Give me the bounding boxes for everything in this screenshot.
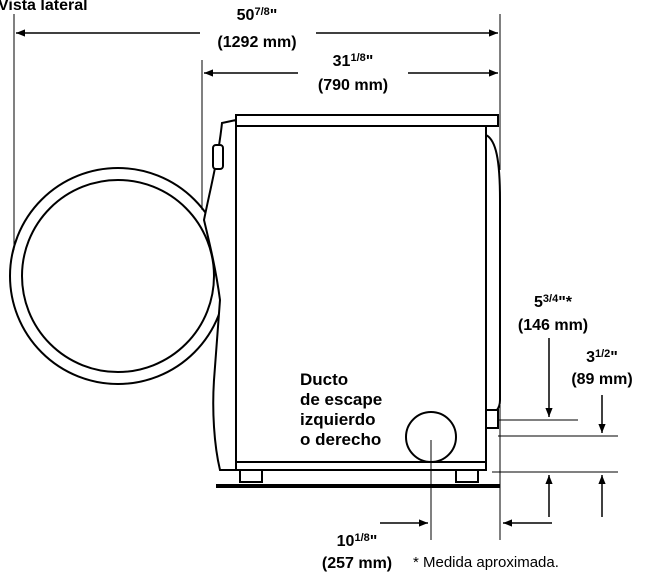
- rear-panel-bump: [485, 134, 501, 415]
- exhaust-back-mm: (257 mm): [322, 555, 392, 572]
- footnote: * Medida aproximada.: [413, 554, 559, 571]
- callout-line-2: de escape: [300, 390, 382, 409]
- rear-foot: [455, 469, 479, 483]
- exhaust-offset-dimension: 31/2" (89 mm): [498, 348, 633, 517]
- exhaust-height-mm: (146 mm): [518, 317, 588, 334]
- exhaust-offset-inches: 31/2": [586, 348, 618, 366]
- cabinet-depth-mm: (790 mm): [318, 77, 388, 94]
- exhaust-offset-mm: (89 mm): [571, 371, 632, 388]
- diagram-title: Vista lateral: [0, 0, 88, 14]
- control-knob: [212, 144, 224, 170]
- exhaust-back-dimension: 101/8" (257 mm): [322, 405, 552, 572]
- overall-depth-dimension: 507/8" (1292 mm): [13, 6, 501, 250]
- exhaust-height-inches: 53/4"*: [534, 293, 573, 311]
- exhaust-back-inches: 101/8": [337, 532, 378, 550]
- cabinet-depth-inches: 311/8": [333, 52, 374, 70]
- callout-line-3: izquierdo: [300, 410, 376, 429]
- top-panel: [235, 114, 499, 127]
- front-foot: [239, 469, 263, 483]
- dryer-outline: [9, 114, 501, 483]
- cabinet-depth-dimension: 311/8" (790 mm): [201, 52, 498, 210]
- exhaust-stub: [485, 409, 499, 429]
- overall-depth-inches: 507/8": [237, 6, 278, 24]
- callout-line-1: Ducto: [300, 370, 348, 389]
- overall-depth-mm: (1292 mm): [217, 34, 296, 51]
- exhaust-height-dimension: 53/4"* (146 mm): [492, 293, 588, 517]
- callout-line-4: o derecho: [300, 430, 381, 449]
- base-strip: [235, 461, 487, 471]
- door-outer-ring: [9, 167, 227, 385]
- exhaust-callout: Ducto de escape izquierdo o derecho: [300, 370, 382, 449]
- door-inner-ring: [21, 179, 215, 373]
